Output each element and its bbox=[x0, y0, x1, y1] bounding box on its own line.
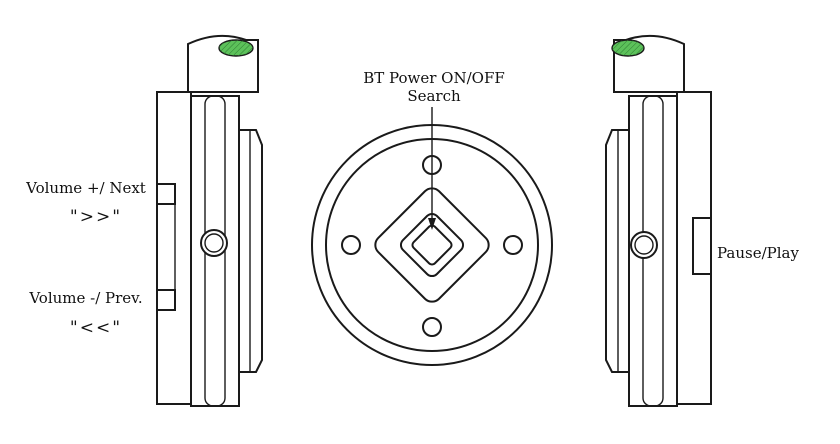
bt-pointer-arrowhead bbox=[428, 218, 436, 230]
volume-up-button[interactable] bbox=[157, 184, 175, 204]
volume-up-symbol: ">>" bbox=[70, 207, 122, 227]
left-side-view bbox=[157, 36, 262, 406]
volume-down-button[interactable] bbox=[157, 290, 175, 310]
left-headband bbox=[188, 36, 258, 92]
volume-down-label: Volume -/ Prev. bbox=[28, 289, 142, 307]
dot-right bbox=[504, 236, 522, 254]
right-headband bbox=[612, 36, 684, 92]
pause-play-label: Pause/Play bbox=[717, 244, 799, 262]
volume-down-symbol: "<<" bbox=[70, 318, 122, 338]
bt-power-button[interactable] bbox=[411, 224, 453, 266]
volume-up-label: Volume +/ Next bbox=[25, 179, 146, 197]
bt-power-label: BT Power ON/OFF bbox=[363, 69, 505, 87]
dot-left bbox=[342, 236, 360, 254]
pause-play-button[interactable] bbox=[693, 218, 711, 274]
dot-bottom bbox=[423, 318, 441, 336]
right-side-view bbox=[606, 36, 711, 406]
search-label: Search bbox=[407, 87, 461, 105]
center-front-view bbox=[312, 107, 552, 365]
left-outer-housing bbox=[157, 92, 191, 404]
